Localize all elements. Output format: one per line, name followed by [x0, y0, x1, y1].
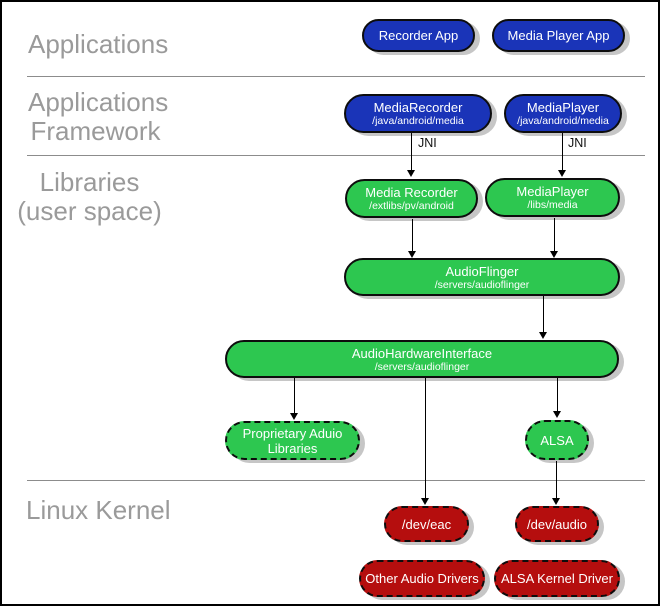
arrow-media-recorder-lib-to-audioflinger — [408, 219, 417, 258]
arrow-alsa-to-dev-audio — [552, 461, 561, 505]
node-alsa-kernel-driver: ALSA Kernel Driver — [494, 560, 620, 597]
node-media-recorder-lib-label: Media Recorder — [365, 185, 458, 200]
section-label-applications: Applications — [28, 29, 169, 59]
node-mediarecorder-framework-label: MediaRecorder — [373, 100, 463, 115]
node-dev-eac-label: /dev/eac — [401, 516, 452, 532]
section-label-linux-kernel: Linux Kernel — [26, 495, 171, 525]
node-mediaplayer-framework-label: MediaPlayer — [526, 100, 600, 115]
node-media-recorder-lib: Media Recorder /extlibs/pv/android — [345, 179, 478, 218]
node-media-player-app-label: Media Player App — [507, 28, 610, 43]
section-label-libraries-line1: Libraries — [39, 167, 140, 197]
node-alsa: ALSA — [525, 420, 589, 460]
node-audiohardwareinterface-path: /servers/audioflinger — [374, 360, 470, 373]
node-mediaplayer-lib-path: /libs/media — [527, 199, 578, 211]
jni-label-right: JNI — [568, 136, 587, 150]
divider-applications — [27, 76, 645, 77]
arrow-mediaplayer-lib-to-audioflinger — [550, 218, 559, 258]
section-label-applications-framework-line2: Framework — [30, 116, 161, 146]
arrow-ahi-to-alsa — [553, 378, 562, 418]
node-alsa-kernel-driver-label: ALSA Kernel Driver — [501, 571, 613, 586]
node-alsa-label: ALSA — [540, 432, 574, 448]
arrow-mediaplayer-fw-to-lib — [558, 133, 567, 177]
node-mediaplayer-lib-label: MediaPlayer — [516, 184, 589, 199]
node-media-player-app: Media Player App — [492, 19, 625, 52]
arrow-audioflinger-to-audiohardwareinterface — [539, 296, 548, 339]
section-label-applications-framework-line1: Applications — [28, 87, 169, 117]
node-mediarecorder-framework-path: /java/android/media — [372, 115, 464, 127]
node-mediaplayer-framework: MediaPlayer /java/android/media — [504, 94, 622, 133]
divider-applications-framework — [27, 155, 645, 156]
node-proprietary-audio-libraries: Proprietary Aduio Libraries — [225, 421, 360, 460]
jni-label-left: JNI — [418, 136, 437, 150]
node-dev-audio: /dev/audio — [515, 506, 599, 542]
node-recorder-app: Recorder App — [362, 19, 475, 52]
node-other-audio-drivers-label: Other Audio Drivers — [365, 571, 479, 586]
node-mediaplayer-lib: MediaPlayer /libs/media — [485, 178, 620, 217]
node-audioflinger: AudioFlinger /servers/audioflinger — [344, 258, 620, 296]
section-label-libraries-line2: (user space) — [17, 196, 162, 226]
node-audiohardwareinterface-label: AudioHardwareInterface — [351, 345, 493, 361]
node-audiohardwareinterface: AudioHardwareInterface /servers/audiofli… — [225, 340, 619, 378]
arrow-ahi-to-dev-eac — [421, 378, 430, 505]
node-audioflinger-label: AudioFlinger — [445, 263, 519, 279]
section-label-applications-framework: Applications Framework — [28, 87, 169, 146]
node-audioflinger-path: /servers/audioflinger — [434, 278, 530, 291]
node-dev-audio-label: /dev/audio — [527, 516, 587, 532]
arrow-ahi-to-proprietary-libraries — [290, 378, 299, 420]
node-mediarecorder-framework: MediaRecorder /java/android/media — [344, 94, 492, 133]
divider-linux-kernel — [27, 480, 645, 481]
node-proprietary-audio-libraries-line1: Proprietary Aduio — [242, 425, 343, 441]
node-mediaplayer-framework-path: /java/android/media — [517, 115, 609, 127]
node-media-recorder-lib-path: /extlibs/pv/android — [369, 200, 454, 212]
node-recorder-app-label: Recorder App — [378, 28, 459, 43]
node-dev-eac: /dev/eac — [384, 506, 469, 542]
node-proprietary-audio-libraries-line2: Libraries — [267, 440, 318, 456]
section-label-libraries: Libraries (user space) — [17, 168, 162, 226]
arrow-mediarecorder-fw-to-lib — [407, 133, 416, 177]
node-other-audio-drivers: Other Audio Drivers — [359, 560, 485, 597]
